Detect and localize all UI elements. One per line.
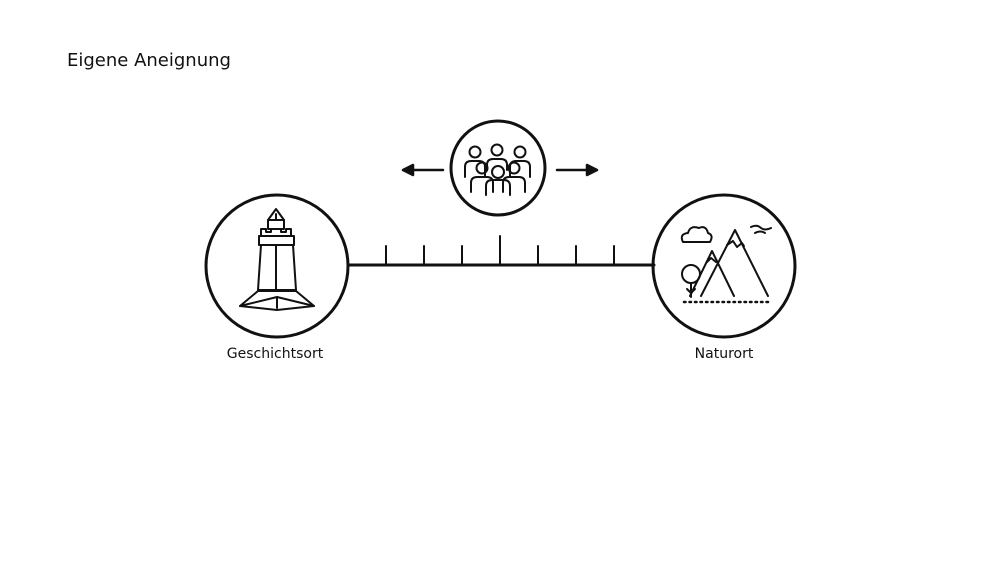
group-of-people-icon	[464, 143, 531, 196]
tower-icon	[239, 208, 315, 311]
audience-node	[449, 119, 547, 217]
diagram-title: Eigene Aneignung	[67, 50, 231, 71]
arrow-right-icon	[555, 163, 599, 177]
mountain-landscape-icon	[680, 224, 773, 304]
arrow-left-icon	[401, 163, 445, 177]
scale-ticks	[385, 235, 615, 266]
history-place-node	[204, 193, 350, 339]
nature-place-node	[651, 193, 797, 339]
nature-place-label: Naturort	[694, 346, 754, 362]
history-place-label: Geschichtsort	[226, 346, 324, 362]
